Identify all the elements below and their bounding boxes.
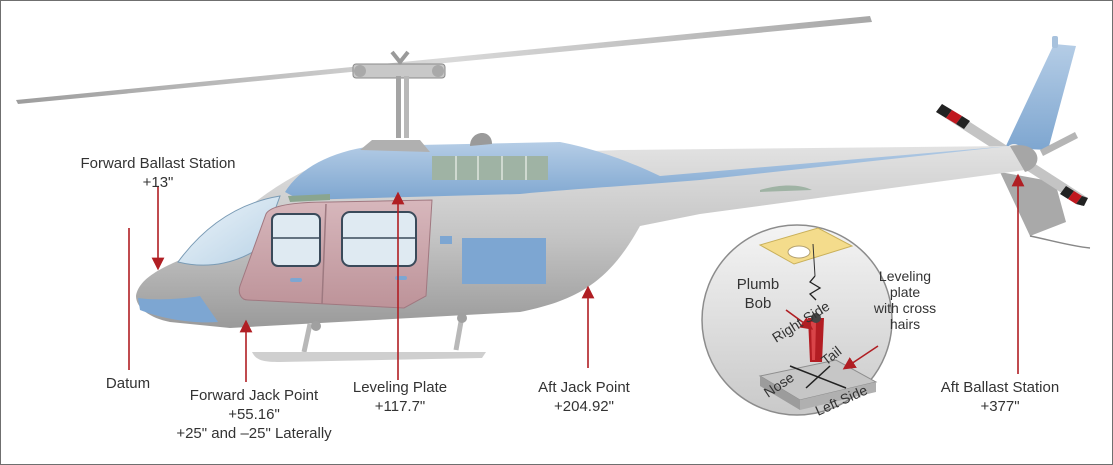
- plumb-bob-label: Plumb Bob: [736, 276, 780, 312]
- fuselage: [136, 132, 1091, 328]
- landing-skids: [252, 313, 486, 362]
- forward-jack-label: Forward Jack Point +55.16" +25" and –25"…: [176, 387, 332, 442]
- aft-jack-label: Aft Jack Point +204.92": [538, 379, 630, 415]
- tail-fin: [1000, 36, 1076, 236]
- leveling-inset: [701, 224, 893, 416]
- aft-ballast-label: Aft Ballast Station +377": [940, 379, 1060, 415]
- datum-label: Datum: [105, 375, 151, 392]
- indicator-arrows: [128, 173, 1025, 382]
- forward-ballast-label: Forward Ballast Station +13": [80, 155, 236, 191]
- leveling-plate-label: Leveling Plate +117.7": [352, 379, 448, 415]
- main-rotor: [16, 16, 872, 138]
- leveling-plate-inset-label: Leveling plate with cross hairs: [873, 268, 937, 332]
